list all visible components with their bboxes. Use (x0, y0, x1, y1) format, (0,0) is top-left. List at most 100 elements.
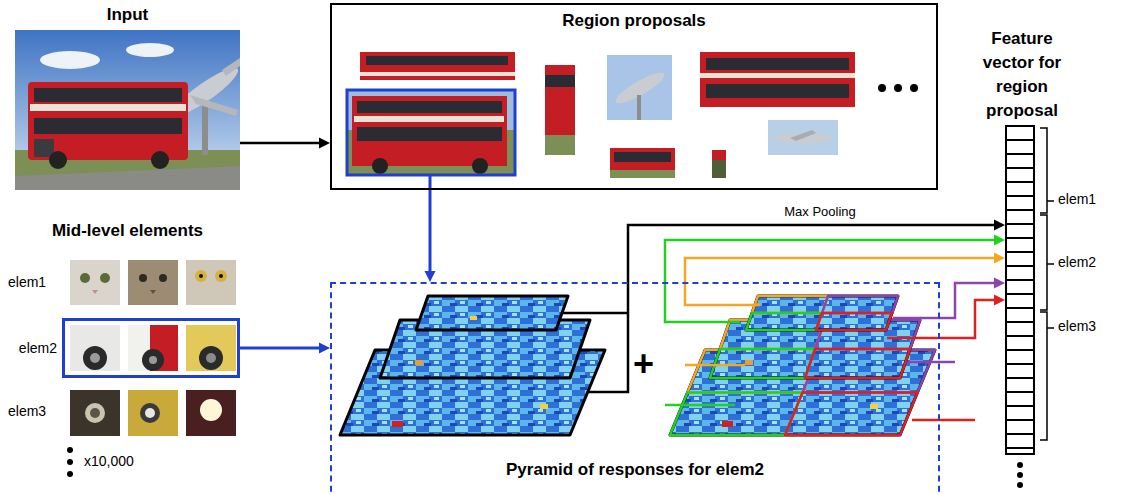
proposal-thumbnails-part (366, 56, 508, 65)
pooling-wires-part (994, 235, 1005, 246)
connector-line (628, 225, 996, 282)
element-thumbnails-part (149, 356, 157, 364)
pooling-wires-part (562, 282, 628, 392)
element-thumbnails-part (199, 274, 203, 278)
connector (425, 190, 436, 282)
proposal-thumbnails-part (610, 170, 675, 178)
proposal-thumbnails-part (910, 84, 918, 92)
subregion-pyramid-part (805, 349, 910, 378)
element-thumbnails-part (200, 399, 222, 421)
element-thumbnails-part (195, 270, 207, 282)
element-thumbnails-part (80, 273, 90, 283)
proposal-thumbnails-part (545, 75, 575, 87)
response-pyramid-part (415, 360, 423, 365)
proposal-thumbnails-part (768, 120, 838, 155)
element-label: elem2 (1058, 255, 1096, 270)
node-title: Region proposals (332, 11, 936, 31)
proposal-thumbnails-part (614, 152, 671, 162)
connector-line (429, 190, 432, 273)
proposal-thumbnails-part (700, 73, 855, 78)
element-thumbnails-part (128, 390, 178, 436)
subregion-pyramid-part (670, 393, 803, 436)
subregion-pyramid-part (822, 296, 898, 313)
connector (240, 138, 330, 149)
vector-brackets-part (1040, 215, 1054, 310)
response-pyramid-part (416, 296, 568, 330)
edge-label: Max Pooling (760, 204, 880, 220)
element-thumbnails-part (70, 325, 120, 371)
proposal-thumbnails (347, 52, 918, 190)
proposal-thumbnails-part (545, 135, 575, 155)
input-image: Input (15, 30, 240, 190)
connector (240, 343, 330, 354)
subregion-pyramid-part (785, 393, 918, 436)
subregion-pyramid-part (752, 296, 828, 313)
count-label: x10,000 (84, 454, 134, 469)
element-label: elem3 (1058, 319, 1096, 334)
input-photo-art-part (15, 30, 240, 190)
element-thumbnails-part (70, 390, 120, 436)
element-thumbnails-part (83, 346, 107, 370)
pooling-wires-part (893, 283, 995, 362)
proposal-thumbnails-part (354, 116, 504, 122)
element-label: elem1 (1058, 192, 1096, 207)
element-thumbnails-part (140, 403, 160, 423)
input-photo-art-part (34, 118, 182, 134)
proposal-thumbnails-part (706, 84, 849, 98)
node-title: Feature vector for region proposal (965, 27, 1079, 123)
element-thumbnails-part (90, 408, 100, 418)
subregion-pyramid-part (710, 349, 815, 378)
element-thumbnails-part (92, 290, 98, 294)
input-photo-art (15, 30, 243, 190)
pooling-wires-part (685, 258, 995, 365)
proposal-thumbnails-part (360, 72, 515, 76)
proposal-thumbnails-part (347, 90, 515, 175)
proposal-panel: Region proposals (330, 3, 938, 190)
pooling-wires-part (887, 300, 995, 420)
feature-vector: Feature vector for region proposal (1005, 125, 1035, 455)
vector-brackets-part (1017, 472, 1023, 478)
input-photo-art-part (222, 58, 240, 76)
element-thumbnails-part (67, 447, 73, 453)
node-title: Input (15, 5, 240, 25)
element-thumbnails-part (186, 325, 236, 371)
arrow-head (994, 220, 1005, 231)
input-photo-art-part (202, 100, 208, 155)
proposal-thumbnails-part (357, 101, 502, 113)
element-thumbnails-part (67, 471, 73, 477)
connector-line (240, 142, 321, 145)
element-thumbnails-part (128, 325, 178, 371)
proposal-thumbnails-part (347, 90, 515, 175)
proposal-thumbnails-part (894, 84, 902, 92)
element-label: elem1 (8, 275, 46, 290)
element-thumbnails-part (85, 403, 105, 423)
vector-brackets-part (1017, 482, 1023, 488)
proposal-thumbnails-part (712, 150, 726, 178)
input-photo-art-part (28, 82, 188, 160)
node-title: elem2 (19, 340, 57, 356)
element-box: elem2 (62, 318, 240, 378)
element-thumbnails-part (90, 353, 100, 363)
connector (628, 220, 1005, 283)
proposal-thumbnails-part (712, 150, 726, 160)
pooling-wires-part (994, 278, 1005, 289)
input-photo-art-part (15, 166, 240, 190)
arrow-head (319, 343, 330, 354)
subregion-pyramid-part (816, 313, 892, 330)
response-pyramid-part (470, 316, 477, 320)
proposal-thumbnails-part (637, 95, 641, 120)
arrow-head (425, 271, 436, 282)
element-thumbnails-part (199, 346, 223, 370)
input-photo-art-part (34, 139, 54, 157)
element-thumbnails-part (159, 274, 167, 282)
element-label: elem3 (8, 404, 46, 419)
subregion-pyramid-part (746, 313, 822, 330)
connector-line (240, 347, 321, 350)
vector-brackets-part (1040, 128, 1054, 213)
proposal-thumbnails-part (706, 58, 849, 70)
node-title: Pyramid of responses for elem2 (332, 460, 938, 480)
element-thumbnails-part (67, 459, 73, 465)
